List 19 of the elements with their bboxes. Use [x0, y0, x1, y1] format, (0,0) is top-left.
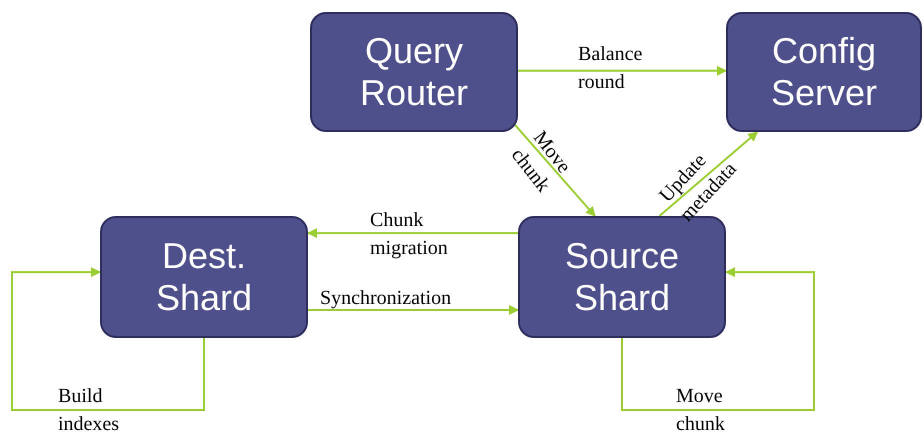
process-box	[726, 12, 922, 132]
arrow	[513, 122, 596, 217]
arrow	[307, 228, 518, 238]
edge-label: Synchronization	[320, 286, 452, 311]
arrow	[518, 66, 727, 76]
edge-label: Chunk migration	[370, 208, 449, 261]
edge-label: Balance round	[578, 42, 644, 95]
edge-label: Build indexes	[58, 384, 120, 434]
node-label: Config Server	[770, 30, 878, 114]
arrow	[621, 267, 815, 411]
node-label: Dest. Shard	[154, 235, 254, 319]
node-label: Source Shard	[564, 235, 680, 319]
arrow	[658, 131, 758, 217]
node-label: Query Router	[358, 30, 470, 114]
edge-label: Move chunk	[676, 384, 726, 434]
arrow	[11, 267, 205, 411]
arrow	[308, 304, 519, 315]
process-box	[310, 12, 518, 132]
process-box	[100, 216, 308, 338]
